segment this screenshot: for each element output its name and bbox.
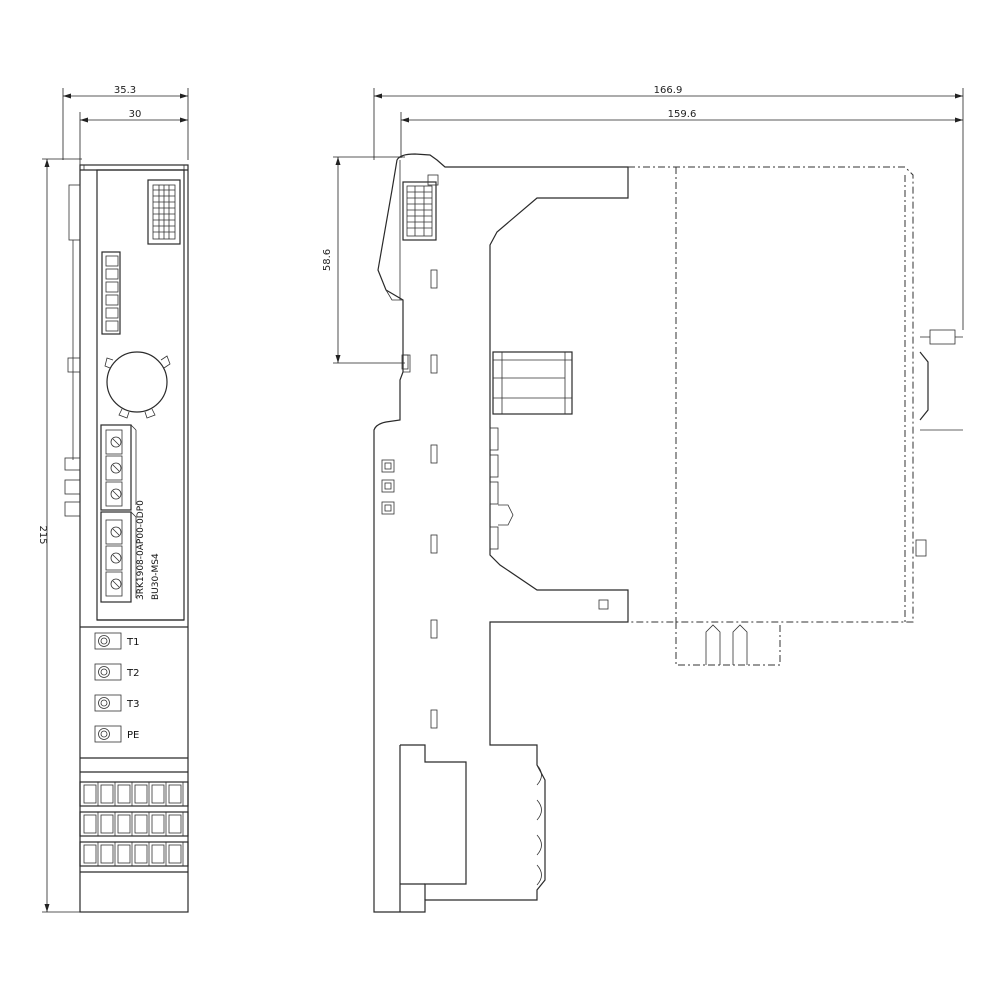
side-depth-value: 159.6 (668, 109, 697, 120)
side-view (373, 153, 963, 913)
push-in-terminal-cell (134, 814, 148, 834)
bus-connector-side (402, 174, 439, 241)
terminal-t3-label: T3 (126, 699, 139, 710)
terminal-pe: PE (94, 725, 139, 743)
front-outer-width-value: 35.3 (114, 85, 136, 96)
base-unit-outline (373, 153, 629, 913)
dimension-side-upper-height: 58.6 (322, 156, 405, 364)
push-in-terminal-cell (83, 784, 97, 804)
front-outline (79, 164, 189, 913)
push-in-terminal-rows (79, 781, 189, 867)
terminal-t2-label: T2 (126, 668, 139, 679)
dimension-side-total-depth: 166.9 (373, 85, 964, 330)
dimension-height: 215 (37, 158, 82, 913)
terminal-pe-label: PE (127, 730, 139, 741)
dimension-side-depth: 159.6 (400, 109, 963, 158)
terminal-t2: T2 (94, 663, 139, 681)
terminal-block-upper (100, 424, 137, 511)
led-indicator-strip (101, 251, 121, 335)
push-in-terminal-cell (168, 814, 182, 834)
push-in-terminal-cell (151, 784, 165, 804)
push-in-terminal-cell (83, 814, 97, 834)
front-view: 3RK1908-0AP00-0DP0 BU30-MS4 T1 T2 T3 PE (64, 164, 189, 913)
din-rail (492, 351, 573, 415)
push-in-terminal-cell (100, 814, 114, 834)
push-in-terminal-cell (134, 844, 148, 864)
module-part-number: 3RK1908-0AP00-0DP0 (136, 500, 146, 600)
push-in-terminal-cell (117, 814, 131, 834)
push-in-terminal-cell (100, 844, 114, 864)
module-outline-dashed (628, 166, 914, 666)
terminal-block-lower (100, 511, 137, 603)
terminal-t1: T1 (94, 632, 139, 650)
terminal-t1-label: T1 (126, 637, 139, 648)
push-in-terminal-cell (168, 844, 182, 864)
push-in-terminal-cell (100, 784, 114, 804)
terminal-t3: T3 (94, 694, 139, 712)
push-in-terminal-cell (117, 844, 131, 864)
dimension-front-outer-width: 35.3 (62, 85, 189, 160)
push-in-terminal-cell (168, 784, 182, 804)
base-unit-part-number: BU30-MS4 (151, 553, 161, 600)
rotary-knob (104, 351, 171, 419)
side-upper-height-value: 58.6 (322, 249, 333, 271)
push-in-terminal-cell (83, 844, 97, 864)
push-in-terminal-cell (151, 844, 165, 864)
side-total-depth-value: 166.9 (654, 85, 683, 96)
height-value: 215 (37, 525, 48, 544)
push-in-terminal-cell (134, 784, 148, 804)
bus-connector-front (147, 179, 181, 245)
dimension-front-inner-width: 30 (79, 109, 188, 165)
push-in-terminal-cell (151, 814, 165, 834)
front-inner-width-value: 30 (129, 109, 142, 120)
push-in-terminal-cell (117, 784, 131, 804)
